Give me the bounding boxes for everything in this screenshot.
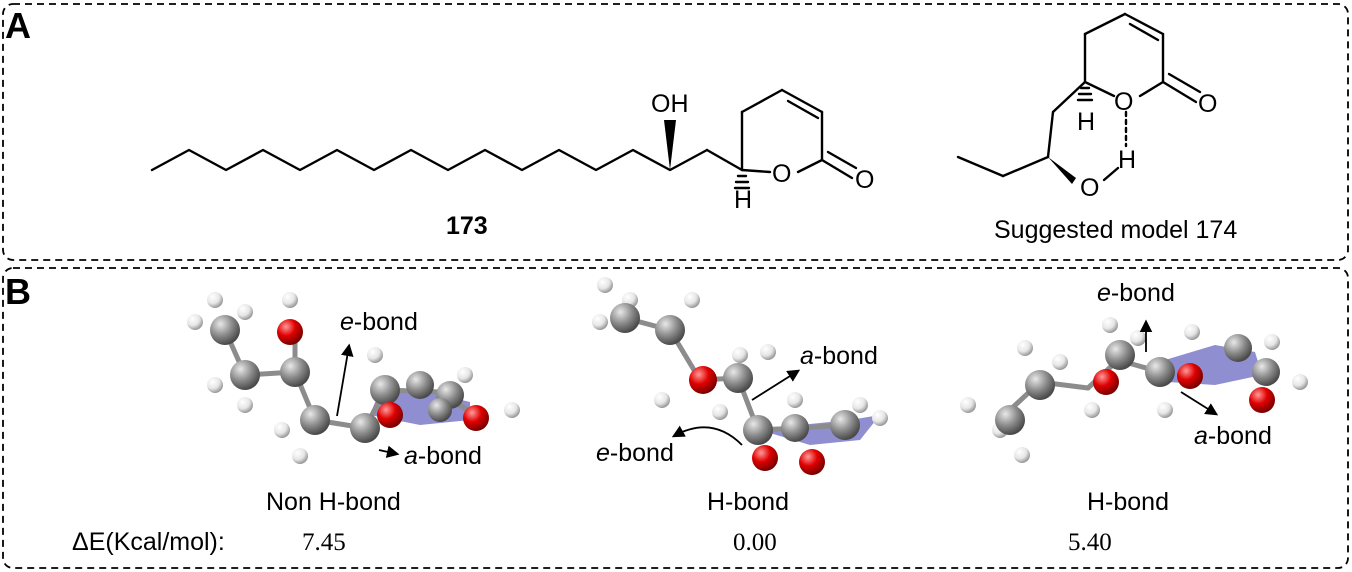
oh-wedge-bond [664, 120, 676, 170]
conformer-2-energy: 0.00 [733, 529, 777, 556]
panel-a-frame [2, 3, 1349, 261]
carbonyl-bond [820, 158, 854, 180]
ring-bond-5 [1138, 80, 1165, 98]
o-wedge-bond [1048, 157, 1076, 184]
conformer-3-caption: H-bond [1087, 488, 1169, 516]
compound-173-label: 173 [446, 212, 488, 240]
panel-b-letter: B [5, 271, 31, 312]
conformer-1-caption: Non H-bond [266, 488, 401, 516]
conformer-2-e-bond-label: e-bond [596, 439, 674, 467]
ring-bond-o-c6 [740, 168, 772, 174]
conformer-1-e-bond-arrow [336, 343, 354, 417]
conformer-3-a-bond-label: a-bond [1194, 422, 1272, 450]
ch2-bond [1046, 110, 1055, 159]
hydroxyl-o-label: O [1080, 174, 1099, 202]
conformer-3-e-bond-label: e-bond [1097, 279, 1175, 307]
conformer-3-a-bond-arrow [1180, 391, 1219, 416]
conformer-3-energy: 5.40 [1068, 529, 1112, 556]
panel-a: A OH O O H [2, 3, 1349, 261]
model-174-structure: O O O H H Suggested model 174 [956, 12, 1237, 244]
ring-double-bond [1128, 22, 1160, 42]
carbonyl-oxygen-label: O [855, 166, 874, 194]
conformer-2-e-bond-arrow [671, 425, 743, 446]
conformer-2-model [592, 277, 888, 475]
conformer-2-a-bond-label: a-bond [800, 342, 878, 370]
ring-double-bond [786, 99, 820, 120]
ring-attach-bond [1051, 80, 1087, 114]
carbonyl-oxygen-label: O [1198, 90, 1217, 118]
conformer-1-model [187, 292, 520, 464]
hashed-h-bond [733, 174, 751, 190]
ch2-bond [705, 148, 744, 172]
ring-bond-2 [1083, 12, 1127, 36]
ring-hydrogen-label: H [1077, 108, 1095, 136]
carbonyl-double-bond [826, 150, 858, 170]
ring-bond-c5-c4 [740, 88, 784, 114]
ring-bond-c2-o [796, 158, 824, 174]
alkyl-chain [150, 148, 709, 172]
hydroxyl-label: OH [651, 90, 689, 118]
ring-bond-6 [1083, 80, 1116, 98]
conformer-3-model [960, 317, 1308, 463]
ring-oxygen-label: O [772, 160, 791, 188]
panel-b: B e-bond a-b [2, 267, 1349, 569]
ethyl-bond-2 [1001, 155, 1050, 178]
model-174-label: Suggested model 174 [994, 216, 1237, 244]
conformer-1-energy: 7.45 [302, 529, 346, 556]
ring-bond-3 [1123, 12, 1165, 36]
conformer-1-e-bond-label: e-bond [340, 308, 418, 336]
panel-b-frame [2, 267, 1349, 569]
energy-row-label: ΔE(Kcal/mol): [72, 528, 225, 556]
carbonyl-double-bond [1167, 72, 1202, 94]
bonding-hydrogen-label: H [1118, 146, 1136, 174]
oh-bond [1102, 166, 1120, 182]
ring-bond-c4-c3 [780, 88, 824, 114]
conformer-1-a-bond-label: a-bond [404, 442, 482, 470]
compound-173-structure: OH O O H 173 [150, 88, 874, 240]
conformer-1-a-bond-arrow [378, 445, 400, 458]
conformer-2-caption: H-bond [707, 488, 789, 516]
panel-a-letter: A [5, 5, 31, 46]
ring-oxygen-label: O [1114, 88, 1133, 116]
carbonyl-bond [1161, 80, 1198, 104]
ethyl-bond-1 [956, 155, 1005, 178]
hydrogen-label: H [734, 186, 752, 214]
conformer-2-a-bond-arrow [751, 369, 801, 401]
hashed-h-bond [1076, 86, 1094, 102]
